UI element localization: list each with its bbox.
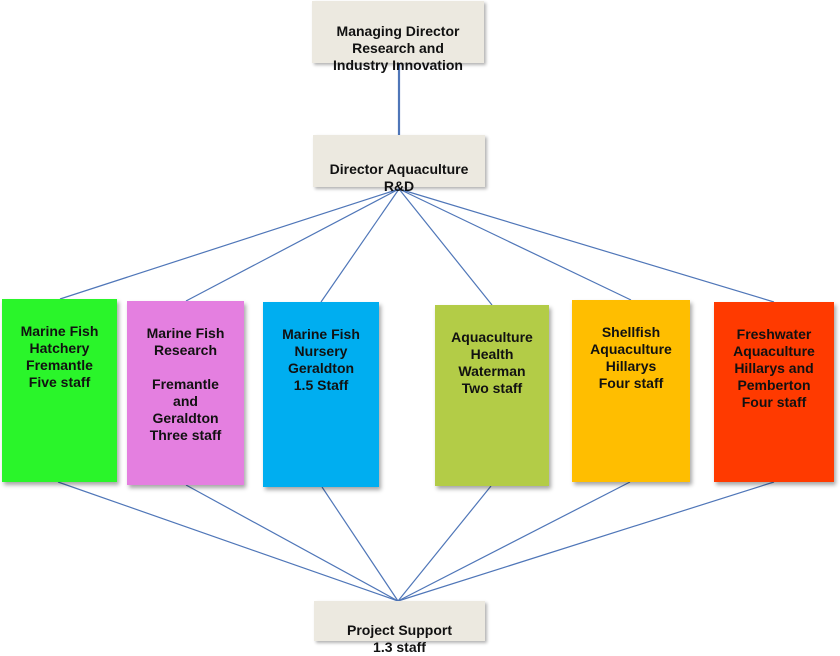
connector-dir-unit-3 bbox=[398, 188, 493, 306]
unit-box-aquaculture-health: Aquaculture Health Waterman Two staff bbox=[435, 305, 549, 486]
managing-director-box: Managing Director Research and Industry … bbox=[312, 1, 484, 73]
connector-dir-unit-2 bbox=[320, 188, 400, 303]
unit-box-marine-fish-research: Marine Fish Research Fremantle and Geral… bbox=[127, 301, 244, 485]
connector-dir-unit-5 bbox=[398, 188, 775, 303]
project-support-label: Project Support 1.3 staff bbox=[346, 622, 452, 655]
unit-label-freshwater-aquaculture: Freshwater Aquaculture Hillarys and Pemb… bbox=[733, 326, 815, 410]
connector-dir-unit-4 bbox=[398, 188, 632, 301]
director-aquaculture-box: Director Aquaculture R&D bbox=[313, 135, 485, 194]
unit-box-marine-fish-hatchery: Marine Fish Hatchery Fremantle Five staf… bbox=[2, 299, 117, 482]
connector-unit-ps-2 bbox=[321, 486, 399, 602]
project-support-box: Project Support 1.3 staff bbox=[314, 601, 485, 655]
connector-unit-ps-5 bbox=[397, 481, 775, 602]
unit-label-marine-fish-hatchery: Marine Fish Hatchery Fremantle Five staf… bbox=[20, 323, 99, 390]
connector-unit-ps-1 bbox=[185, 484, 399, 602]
connector-unit-ps-4 bbox=[397, 481, 631, 602]
connector-unit-ps-3 bbox=[397, 485, 492, 602]
managing-director-label: Managing Director Research and Industry … bbox=[333, 23, 463, 73]
director-aquaculture-label: Director Aquaculture R&D bbox=[329, 161, 469, 194]
connector-dir-unit-1 bbox=[185, 188, 400, 302]
unit-box-marine-fish-nursery: Marine Fish Nursery Geraldton 1.5 Staff bbox=[263, 302, 379, 487]
connector-unit-ps-0 bbox=[57, 481, 399, 602]
connector-dir-unit-0 bbox=[59, 188, 400, 300]
unit-box-shellfish-aquaculture: Shellfish Aquaculture Hillarys Four staf… bbox=[572, 300, 690, 482]
unit-label-aquaculture-health: Aquaculture Health Waterman Two staff bbox=[451, 329, 533, 396]
unit-label-marine-fish-research: Marine Fish Research Fremantle and Geral… bbox=[146, 325, 225, 443]
unit-box-freshwater-aquaculture: Freshwater Aquaculture Hillarys and Pemb… bbox=[714, 302, 834, 482]
unit-label-shellfish-aquaculture: Shellfish Aquaculture Hillarys Four staf… bbox=[590, 324, 672, 391]
unit-label-marine-fish-nursery: Marine Fish Nursery Geraldton 1.5 Staff bbox=[282, 326, 360, 393]
